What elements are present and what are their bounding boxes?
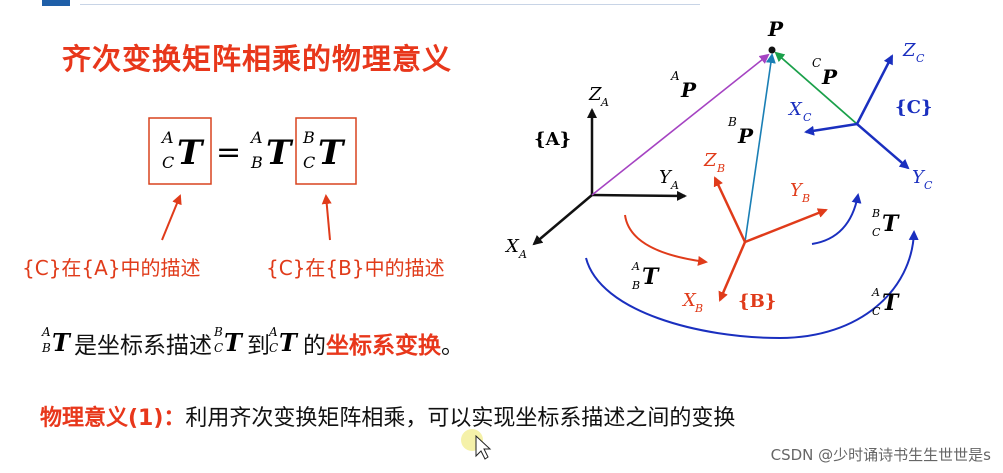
frame-a-x-label: X [504, 236, 520, 257]
point-p-marker [768, 46, 776, 54]
l1-text2: 到 [247, 333, 270, 359]
t-ac-sub: C [872, 305, 881, 318]
eq-r2-sub: C [303, 153, 315, 172]
frames-diagram: Z A Y A X A {A} P A P B P C P Z B Y B X … [504, 17, 933, 340]
mouse-cursor [461, 429, 492, 460]
frame-c-y-axis [856, 123, 910, 170]
caption-arrow-right [321, 194, 332, 241]
l1-t2-sub: C [214, 341, 223, 355]
frame-c-x-sub: C [803, 111, 812, 124]
equation-box-left [148, 117, 212, 185]
vec-bp-letter: P [737, 124, 754, 148]
frame-a-y-axis [591, 190, 687, 201]
l1-t3-sub: C [269, 341, 278, 355]
frame-b-z-sub: B [716, 162, 725, 175]
top-bar [0, 0, 1003, 8]
l1-text1: 是坐标系描述 [74, 333, 212, 359]
l1-text3: 的 [303, 333, 326, 359]
point-p-label: P [767, 17, 784, 41]
vec-ap-sup: A [670, 69, 680, 83]
frame-b-x-sub: B [694, 302, 703, 315]
equation-box-right [295, 117, 357, 185]
l1-highlight: 坐标系变换 [326, 333, 441, 359]
frame-a-y-sub: A [670, 179, 679, 192]
arc-transform-a-c [585, 230, 919, 340]
vec-cp-letter: P [821, 65, 838, 89]
frame-a-z-label: Z [588, 84, 602, 105]
l1-t3-sup: A [268, 325, 278, 339]
t-ab-sub: B [631, 279, 640, 292]
l1-t3-letter: T [279, 328, 299, 357]
caption-arrow-left [161, 194, 182, 241]
vector-c-p [774, 51, 858, 125]
vec-bp-sup: B [727, 115, 737, 129]
vector-a-p [591, 53, 770, 196]
frame-c-x-label: X [787, 99, 803, 120]
top-bar-line [80, 4, 700, 5]
frame-c-y-sub: C [924, 179, 933, 192]
frame-b-x-axis [718, 241, 747, 302]
l1-t2-letter: T [224, 328, 244, 357]
meaning-text: 利用齐次变换矩阵相乘，可以实现坐标系描述之间的变换 [185, 406, 736, 431]
frame-b-y-sub: B [801, 192, 810, 205]
meaning-line: 物理意义(1)：利用齐次变换矩阵相乘，可以实现坐标系描述之间的变换 [40, 400, 735, 432]
eq-r1-sup: A [249, 128, 263, 147]
t-bc-letter: T [882, 211, 900, 237]
t-bc-sup: B [871, 207, 880, 220]
frame-b-y-axis [744, 208, 828, 244]
eq-r2-letter: T [318, 133, 346, 173]
meaning-label: 物理意义(1)： [40, 406, 186, 431]
t-ab-sup: A [631, 260, 640, 273]
t-ac-sup: A [871, 286, 880, 299]
eq-lhs-letter: T [177, 133, 205, 173]
frame-c-y-label: Y [912, 167, 926, 188]
l1-t1-sub: B [41, 341, 51, 355]
caption-left: {C}在{A}中的描述 [22, 256, 201, 280]
frame-b-x-label: X [681, 290, 697, 311]
line1-symbols: A B T B C T A C T [41, 325, 299, 357]
t-bc-sub: C [872, 226, 881, 239]
frame-c-x-axis [804, 122, 858, 136]
eq-r1-letter: T [266, 133, 294, 173]
caption-right: {C}在{B}中的描述 [266, 256, 445, 280]
frame-c-z-label: Z [902, 40, 916, 61]
watermark: CSDN @少时诵诗书生生世世是s [770, 446, 991, 464]
eq-lhs-sup: A [160, 128, 174, 147]
eq-equals: = [216, 135, 241, 170]
slide-title: 齐次变换矩阵相乘的物理意义 [62, 42, 453, 76]
eq-r2-sup: B [302, 128, 315, 147]
frame-a-y-label: Y [659, 167, 673, 188]
l1-end: 。 [441, 333, 464, 359]
frame-c-z-axis [855, 54, 894, 125]
frame-c-name: {C} [895, 97, 932, 118]
equation: A C T = A B T B C T [148, 117, 357, 185]
vec-ap-letter: P [680, 78, 697, 102]
eq-lhs-sub: C [162, 153, 174, 172]
frame-a-x-sub: A [518, 248, 527, 261]
l1-t2-sup: B [213, 325, 223, 339]
frame-b-z-label: Z [703, 150, 717, 171]
frame-c-z-sub: C [916, 52, 925, 65]
frame-b-z-axis [713, 176, 747, 243]
eq-r1-sub: B [250, 153, 263, 172]
t-ac-letter: T [882, 290, 900, 316]
vec-cp-sup: C [812, 56, 821, 70]
frame-b-y-label: Y [790, 180, 804, 201]
frame-a-name: {A} [534, 129, 571, 150]
frame-b-name: {B} [738, 291, 776, 312]
frame-a-x-axis [532, 194, 593, 246]
l1-t1-sup: A [41, 325, 51, 339]
arc-transform-b-c [811, 193, 862, 245]
arc-transform-a-b [624, 214, 708, 266]
l1-t1-letter: T [52, 328, 72, 357]
vector-b-p [744, 53, 776, 243]
frame-a-z-sub: A [600, 96, 609, 109]
statement-line: 是坐标系描述 到 的坐标系变换。 [40, 326, 464, 360]
t-ab-letter: T [642, 264, 660, 290]
top-bar-accent [42, 0, 70, 6]
